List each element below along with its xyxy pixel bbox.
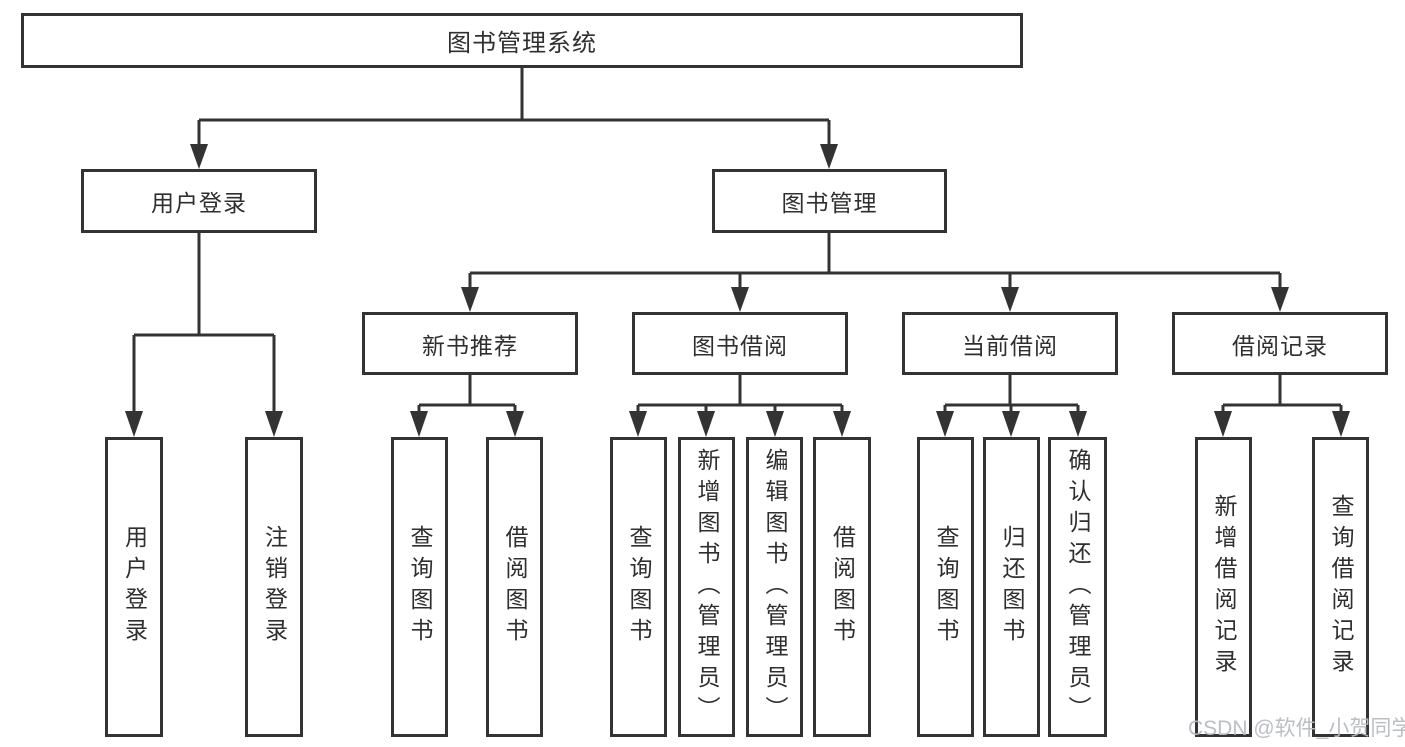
node-new-book-recommend: 新书推荐: [362, 312, 578, 375]
node-book-borrow-label: 图书借阅: [692, 332, 788, 359]
node-current-borrow: 当前借阅: [902, 312, 1118, 375]
node-borrow-records: 借阅记录: [1172, 312, 1388, 375]
connector-bookborrow-group: [636, 375, 844, 415]
connector-newbook-group: [417, 375, 517, 415]
node-book-borrow: 图书借阅: [632, 312, 848, 375]
connector-currentborrow-group: [943, 375, 1080, 415]
leaf-add-borrow-record: 新增借阅记录: [1195, 437, 1252, 737]
node-book-management: 图书管理: [712, 169, 947, 233]
node-user-login-label: 用户登录: [151, 190, 247, 216]
leaf-add-book-admin: 新增图书（管理员）: [678, 437, 735, 737]
leaf-query-books-current: 查询图书: [917, 437, 974, 737]
leaf-borrow-books: 借阅图书: [813, 437, 871, 737]
leaf-user-login: 用户登录: [105, 437, 163, 737]
connector-borrowrecords-group: [1221, 375, 1343, 415]
leaf-logout: 注销登录: [245, 437, 303, 737]
node-root: 图书管理系统: [21, 13, 1023, 68]
leaf-query-books-borrow: 查询图书: [610, 437, 667, 737]
node-user-login: 用户登录: [81, 169, 317, 233]
leaf-query-borrow-record: 查询借阅记录: [1312, 437, 1369, 737]
connector-bookmgmt-to-level3: [468, 233, 1282, 291]
leaf-return-book: 归还图书: [983, 437, 1040, 737]
leaf-edit-book-admin: 编辑图书（管理员）: [746, 437, 803, 737]
node-new-book-recommend-label: 新书推荐: [422, 332, 518, 359]
leaf-query-books-recommend: 查询图书: [391, 437, 448, 737]
leaf-borrow-books-recommend: 借阅图书: [486, 437, 543, 737]
node-current-borrow-label: 当前借阅: [962, 332, 1058, 359]
leaf-confirm-return-admin: 确认归还（管理员）: [1048, 437, 1107, 737]
watermark: CSDN @软件_小贺同学: [1188, 717, 1405, 740]
connector-root-to-level2: [197, 68, 831, 148]
node-book-management-label: 图书管理: [781, 190, 878, 216]
arrowheads: [125, 144, 1350, 437]
node-root-label: 图书管理系统: [447, 30, 597, 57]
connector-userlogin-group: [132, 233, 276, 415]
node-borrow-records-label: 借阅记录: [1232, 332, 1328, 359]
